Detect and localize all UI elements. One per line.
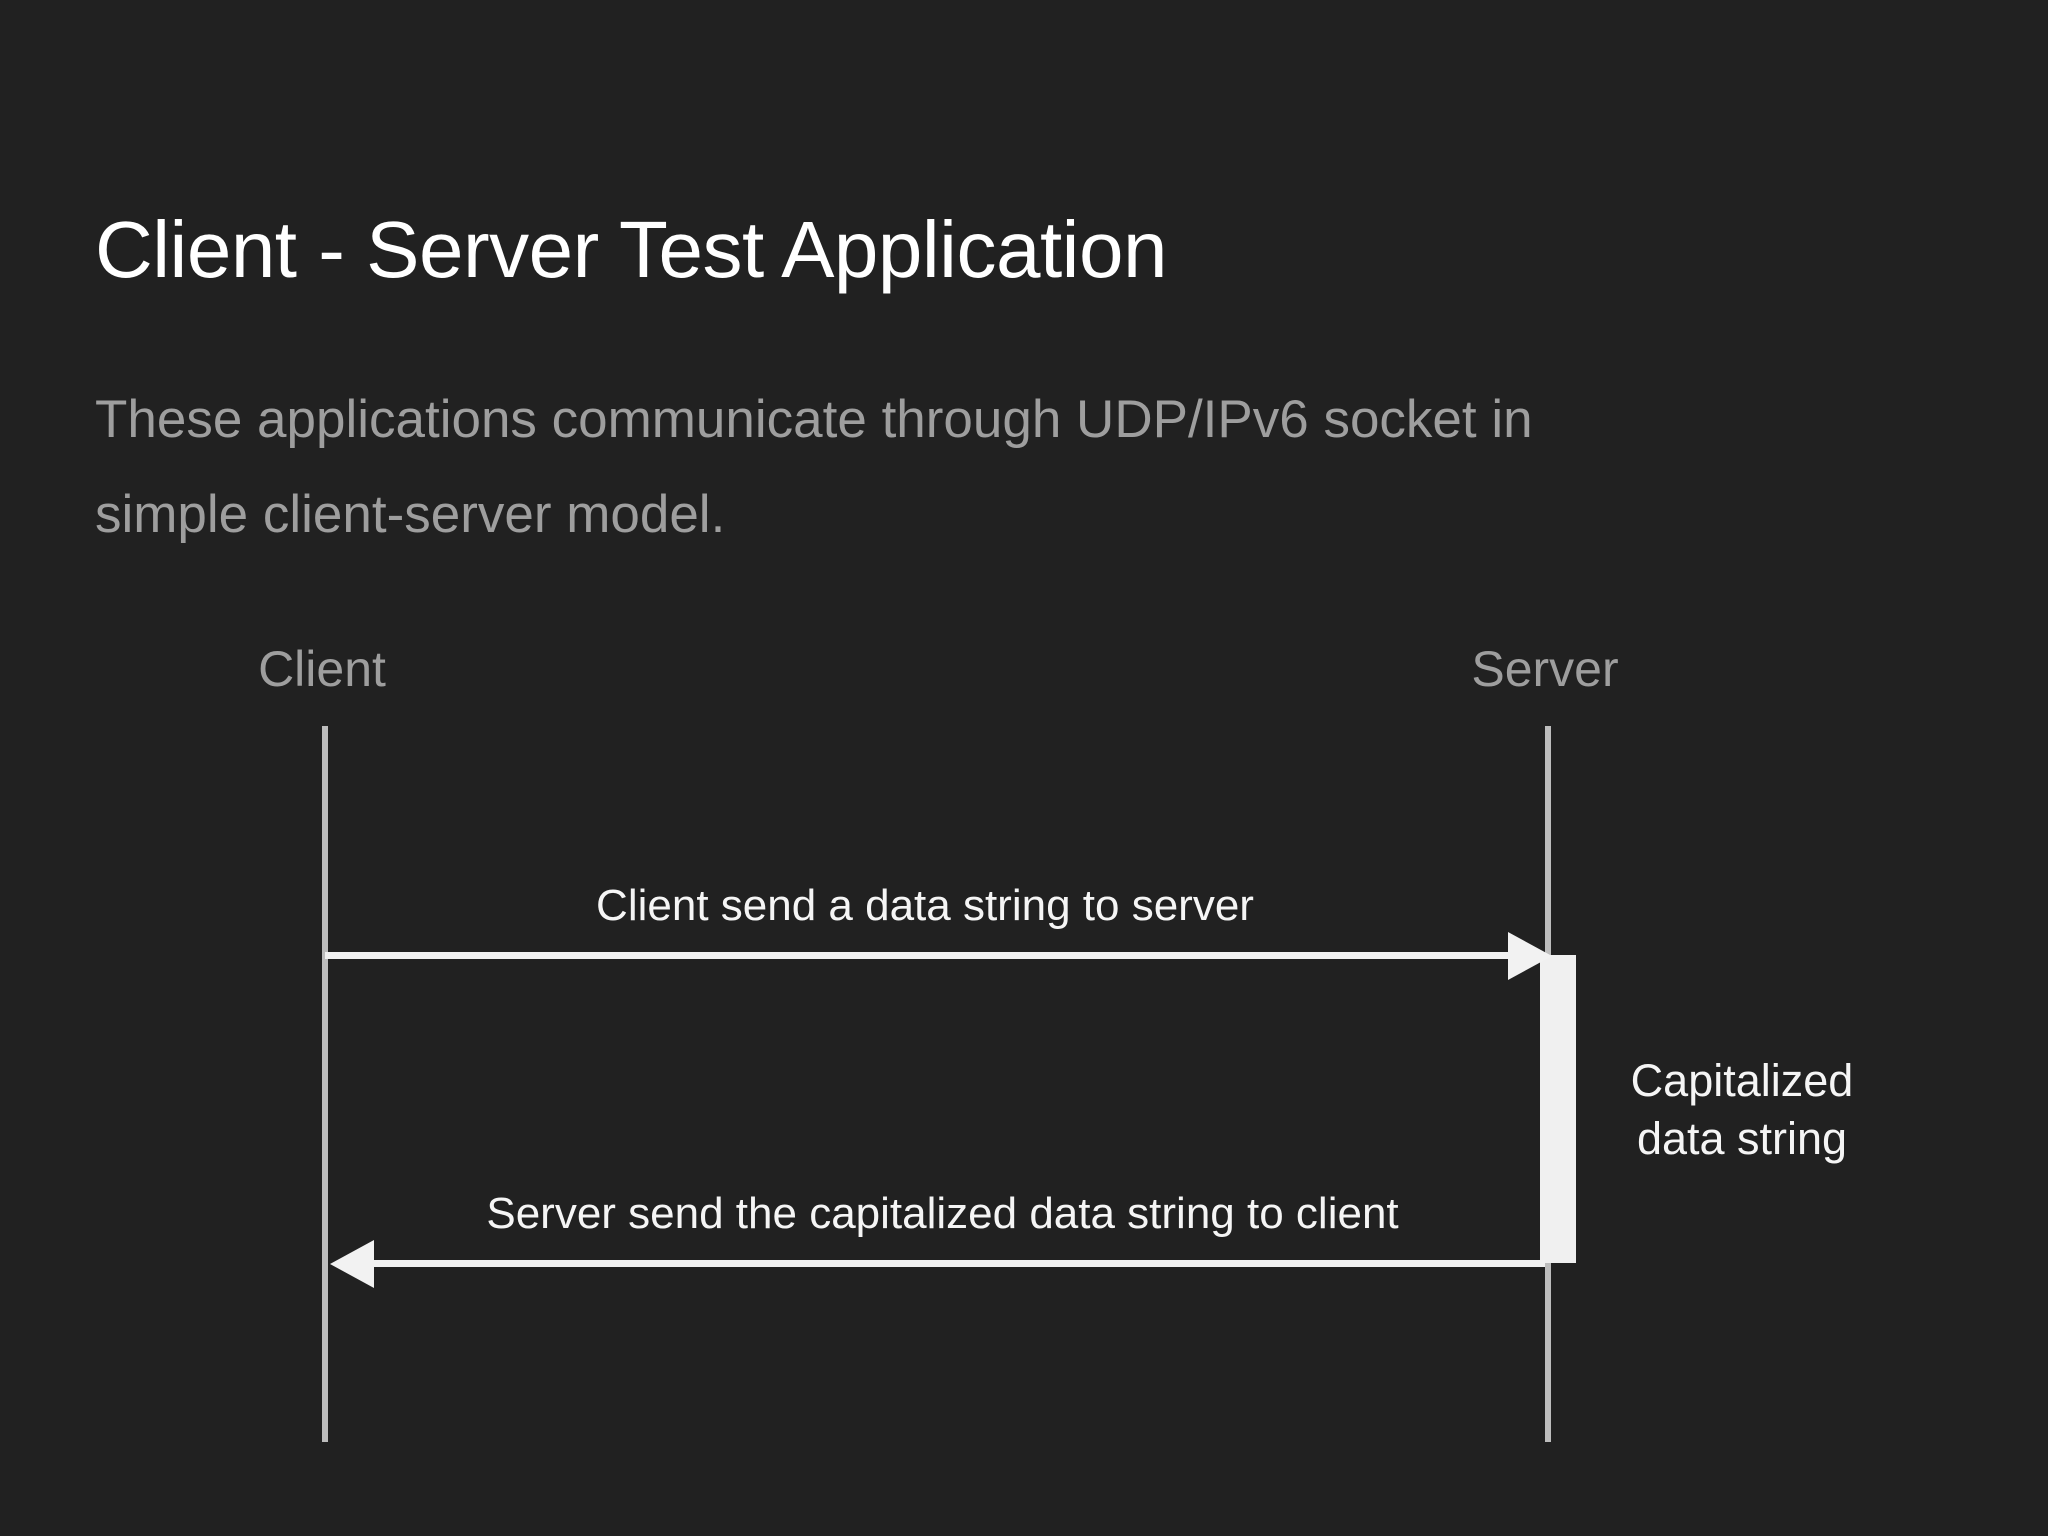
actor-label-server: Server <box>1471 641 1619 697</box>
lifeline-client <box>322 726 328 1442</box>
message-line-client-to-server <box>325 952 1522 959</box>
activation-note: Capitalized data string <box>1592 1052 1892 1168</box>
message-line-server-to-client <box>340 1260 1545 1267</box>
actor-label-client: Client <box>258 641 386 697</box>
arrow-left-icon <box>330 1240 374 1288</box>
message-label-server-to-client: Server send the capitalized data string … <box>486 1189 1399 1238</box>
message-label-client-to-server: Client send a data string to server <box>596 881 1254 930</box>
activation-note-line-1: Capitalized <box>1630 1055 1854 1106</box>
subtitle-line-1: These applications communicate through U… <box>95 390 1533 449</box>
slide-subtitle: These applications communicate through U… <box>95 372 1975 562</box>
activation-bar-server <box>1540 955 1576 1263</box>
subtitle-line-2: simple client-server model. <box>95 485 726 544</box>
activation-note-line-2: data string <box>1636 1113 1848 1164</box>
page-title: Client - Server Test Application <box>95 204 1167 294</box>
arrow-right-icon <box>1508 932 1552 980</box>
